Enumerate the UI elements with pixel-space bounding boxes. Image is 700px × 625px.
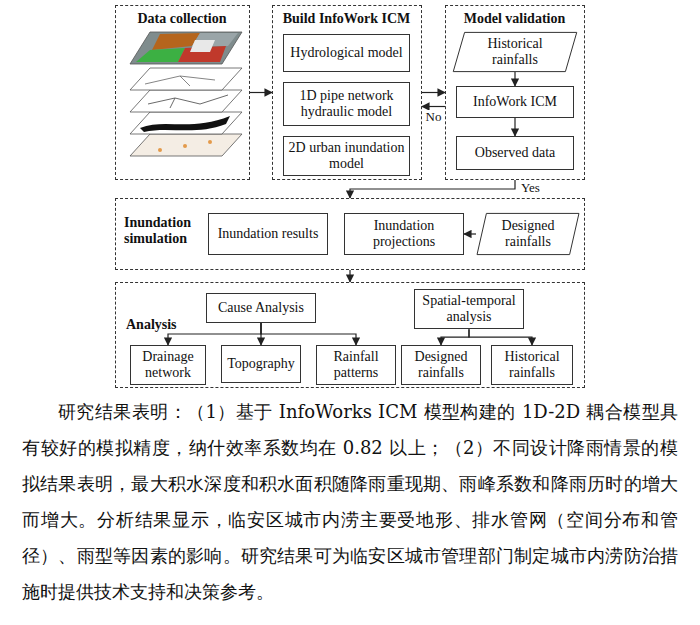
process-box: Drainage network [130,345,206,385]
box-label: Historical rainfalls [466,36,564,68]
group-box: Data collection [115,5,250,180]
box-label: 1D pipe network hydraulic model [288,88,405,120]
process-box: 1D pipe network hydraulic model [283,82,410,126]
box-label: Topography [227,356,294,372]
process-box: Spatial-temporal analysis [414,289,524,329]
process-box: Observed data [456,136,574,170]
abstract-paragraph: 研究结果表明：（1）基于 InfoWorks ICM 模型构建的 1D-2D 耦… [22,394,678,610]
flow-arrow [349,270,350,282]
box-label: InfoWork ICM [473,94,557,110]
flow-arrow [422,92,445,93]
flow-arrow [350,180,515,198]
process-box: Historical rainfalls [491,345,573,385]
process-box: Designed rainfalls [401,345,481,385]
flow-arrow [422,106,445,107]
flow-arrow [469,329,532,345]
group-heading: Data collection [116,11,248,27]
group-box: Inundation simulation Inundation results I… [115,198,585,270]
box-label: Spatial-temporal analysis [419,293,519,325]
group-heading: Build InfoWork ICM [273,11,420,27]
group-box: Build InfoWork ICM Hydrological model 1D p… [272,5,422,180]
edge-label: No [425,110,443,124]
edge-label: Yes [520,181,541,195]
group-heading: Analysis [126,317,196,333]
flow-arrow [261,323,356,345]
flow-arrow [514,118,515,136]
process-box: Rainfall patterns [316,345,396,385]
box-label: 2D urban inundation model [288,140,405,172]
flow-arrow [441,329,469,345]
data-parallelogram: Designed rainfalls [476,213,580,255]
group-box: Analysis Cause AnalysisDrainage network To… [115,282,585,388]
process-box: Hydrological model [283,34,410,72]
process-box: Inundation results [208,213,328,255]
flow-arrow [464,233,476,234]
process-box: Inundation projections [344,213,464,255]
process-box: Topography [221,345,301,383]
box-label: Rainfall patterns [321,349,391,381]
flow-arrow [514,72,515,86]
box-label: Cause Analysis [218,300,304,316]
flow-arrow [250,92,272,93]
box-label: Historical rainfalls [496,349,568,381]
box-label: Observed data [475,145,555,161]
box-label: Inundation results [218,226,319,242]
group-box: Model validationHistorical rainfallsInfo… [445,5,585,180]
box-label: Inundation projections [349,218,459,250]
box-label: Hydrological model [290,45,402,61]
process-box: InfoWork ICM [456,86,574,118]
data-parallelogram: Historical rainfalls [452,32,578,72]
box-label: Designed rainfalls [406,349,476,381]
process-box: 2D urban inundation model [283,136,410,176]
box-label: Drainage network [135,349,201,381]
process-box: Cause Analysis [206,293,316,323]
box-label: Designed rainfalls [490,218,566,250]
group-heading: Model validation [446,11,583,27]
group-heading: Inundation simulation [124,215,202,247]
flow-arrow [168,323,261,345]
